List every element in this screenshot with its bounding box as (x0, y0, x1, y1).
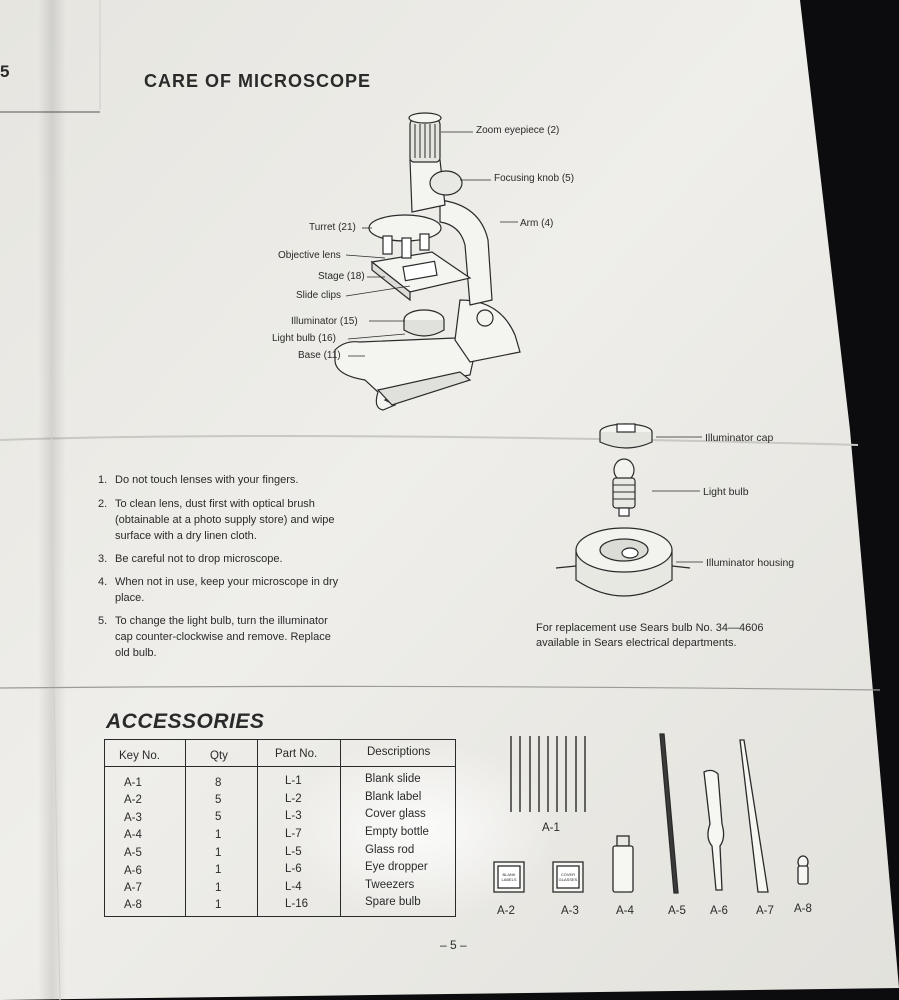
eyepiece-ribs (414, 124, 436, 158)
microscope-arm (439, 199, 493, 306)
label-base: Base (11) (298, 350, 341, 361)
eye-dropper-drawing (703, 769, 725, 891)
label-focusing-knob: Focusing knob (5) (494, 173, 575, 184)
arm-knob (476, 309, 494, 327)
eyepiece-top (408, 112, 442, 124)
care-instructions: 1. Do not touch lenses with your fingers… (98, 474, 339, 659)
illustration-label-a8: A-8 (794, 903, 812, 915)
fold-crease-lower (0, 685, 881, 691)
illustration-label-a4: A-4 (616, 905, 634, 917)
fold-crease-left (50, 0, 61, 1000)
label-light-bulb: Light bulb (16) (272, 333, 336, 344)
label-stage: Stage (18) (318, 271, 365, 282)
glass-rod-drawing (659, 733, 679, 894)
table-header-part: Part No. (275, 748, 318, 760)
replacement-note-line-1: For replacement use Sears bulb No. 34—46… (536, 622, 764, 634)
objective-1 (382, 235, 393, 255)
table-header-key: Key No. (119, 750, 160, 762)
page-footer-number: – 5 – (440, 938, 467, 952)
objective-3 (419, 233, 430, 251)
illustration-label-a3: A-3 (561, 905, 579, 917)
leader-lines (345, 131, 518, 357)
label-slide-clips: Slide clips (296, 290, 342, 301)
objective-2 (401, 237, 412, 259)
stage-slide (402, 260, 438, 282)
focusing-knob-drawing (429, 170, 463, 196)
accessories-table: Key No. Qty Part No. Descriptions A-1 8 … (104, 739, 456, 917)
label-arm: Arm (4) (520, 218, 554, 229)
table-header-description: Descriptions (367, 746, 431, 758)
table-col-rule (185, 740, 186, 916)
label-objective-lens: Objective lens (278, 250, 341, 261)
table-header-rule (105, 766, 455, 767)
label-light-bulb-exploded: Light bulb (703, 486, 749, 498)
microscope-stage-edge (371, 260, 411, 302)
label-illuminator-housing: Illuminator housing (706, 557, 795, 569)
empty-bottle-drawing (616, 835, 630, 847)
blank-slides-drawing (510, 736, 586, 812)
table-col-rule (257, 740, 258, 916)
label-illuminator-cap: Illuminator cap (705, 432, 774, 444)
label-illuminator: Illuminator (15) (291, 316, 358, 327)
label-turret: Turret (21) (309, 222, 356, 233)
illustration-label-a2: A-2 (497, 905, 515, 917)
illustration-label-a1: A-1 (542, 822, 560, 834)
replacement-note-line-2: available in Sears electrical department… (536, 637, 737, 649)
table-header-qty: Qty (210, 750, 228, 762)
page-title: CARE OF MICROSCOPE (144, 71, 372, 91)
illustration-label-a6: A-6 (710, 905, 728, 917)
illustration-label-a5: A-5 (668, 905, 686, 917)
microscope-base-front (376, 371, 472, 406)
glare (280, 740, 560, 920)
fold-crease-horizontal (0, 435, 859, 446)
illustration-label-a7: A-7 (756, 905, 774, 917)
table-col-rule (340, 740, 341, 916)
illuminator-leader-lines (652, 436, 703, 563)
microscope-base (334, 337, 476, 411)
tweezers-drawing (739, 739, 769, 893)
corner-page-number: 5 (0, 62, 11, 81)
accessories-title: ACCESSORIES (106, 710, 265, 733)
label-zoom-eyepiece: Zoom eyepiece (2) (476, 125, 560, 136)
